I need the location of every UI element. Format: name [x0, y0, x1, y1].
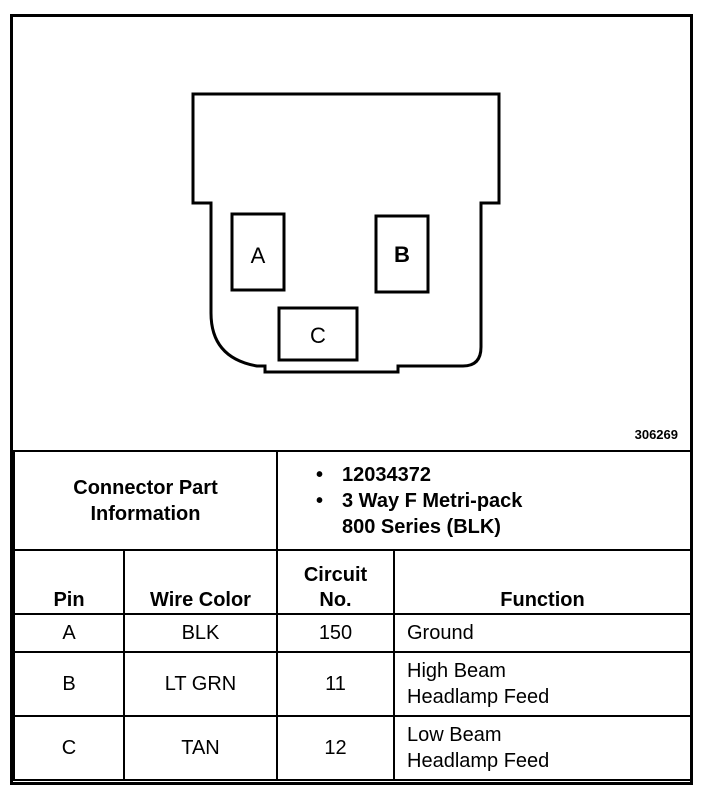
part-number-text: 12034372	[342, 463, 431, 486]
table-row: B LT GRN 11 High Beam Headlamp Feed	[13, 651, 693, 717]
function-line2: Headlamp Feed	[407, 686, 550, 708]
bullet-icon: •	[316, 463, 324, 486]
table-row: A BLK 150 Ground	[13, 613, 693, 653]
part-description-line1: 3 Way F Metri-pack	[342, 489, 523, 512]
cell-pin: A	[13, 613, 125, 653]
connector-face-drawing: A B C	[191, 92, 501, 374]
figure-reference-code: 306269	[634, 427, 678, 442]
cavity-b-label: B	[394, 242, 410, 267]
cavity-a-box	[230, 212, 286, 292]
connector-diagram: A B C 306269	[13, 17, 690, 449]
connector-part-description: • 3 Way F Metri-pack 800 Series (BLK)	[316, 488, 690, 540]
connector-housing	[191, 92, 501, 374]
part-description-line2: 800 Series (BLK)	[342, 515, 501, 538]
header-pin: Pin	[13, 549, 125, 615]
header-function: Function	[392, 549, 693, 615]
cell-pin: B	[13, 651, 125, 717]
connector-part-info: • 12034372 • 3 Way F Metri-pack 800 Seri…	[275, 450, 693, 551]
connector-part-number: • 12034372	[316, 462, 690, 488]
cell-function: Low Beam Headlamp Feed	[392, 715, 693, 781]
cell-wire-color: LT GRN	[123, 651, 278, 717]
cell-pin: C	[13, 715, 125, 781]
cavity-a-label: A	[251, 243, 266, 268]
cell-function: Ground	[392, 613, 693, 653]
function-line2: Headlamp Feed	[407, 750, 550, 772]
connector-part-label: Connector Part Information	[13, 450, 278, 551]
connector-part-label-line2: Information	[90, 502, 201, 525]
header-wire-color: Wire Color	[123, 549, 278, 615]
bullet-icon: •	[316, 489, 324, 512]
table-header-row: Pin Wire Color Circuit No. Function	[13, 549, 693, 615]
header-circuit-line2: No.	[319, 589, 352, 611]
cell-wire-color: BLK	[123, 613, 278, 653]
cavity-b-box	[374, 214, 430, 294]
cell-circuit: 12	[276, 715, 395, 781]
function-line1: Low Beam	[407, 724, 502, 746]
connector-part-label-line1: Connector Part	[73, 476, 218, 499]
cavity-c-box	[277, 306, 359, 362]
header-circuit-line1: Circuit	[303, 564, 368, 586]
cell-circuit: 150	[276, 613, 395, 653]
function-line1: Ground	[407, 622, 474, 644]
table-row: C TAN 12 Low Beam Headlamp Feed	[13, 715, 693, 781]
connector-part-row: Connector Part Information • 12034372 • …	[13, 450, 693, 551]
connector-sheet: A B C 306269 Connector Part Information	[10, 14, 693, 785]
connector-info-table: Connector Part Information • 12034372 • …	[13, 450, 693, 781]
cell-circuit: 11	[276, 651, 395, 717]
cell-function: High Beam Headlamp Feed	[392, 651, 693, 717]
cell-wire-color: TAN	[123, 715, 278, 781]
header-circuit-no: Circuit No.	[276, 549, 395, 615]
cavity-c-label: C	[310, 323, 326, 348]
function-line1: High Beam	[407, 660, 506, 682]
